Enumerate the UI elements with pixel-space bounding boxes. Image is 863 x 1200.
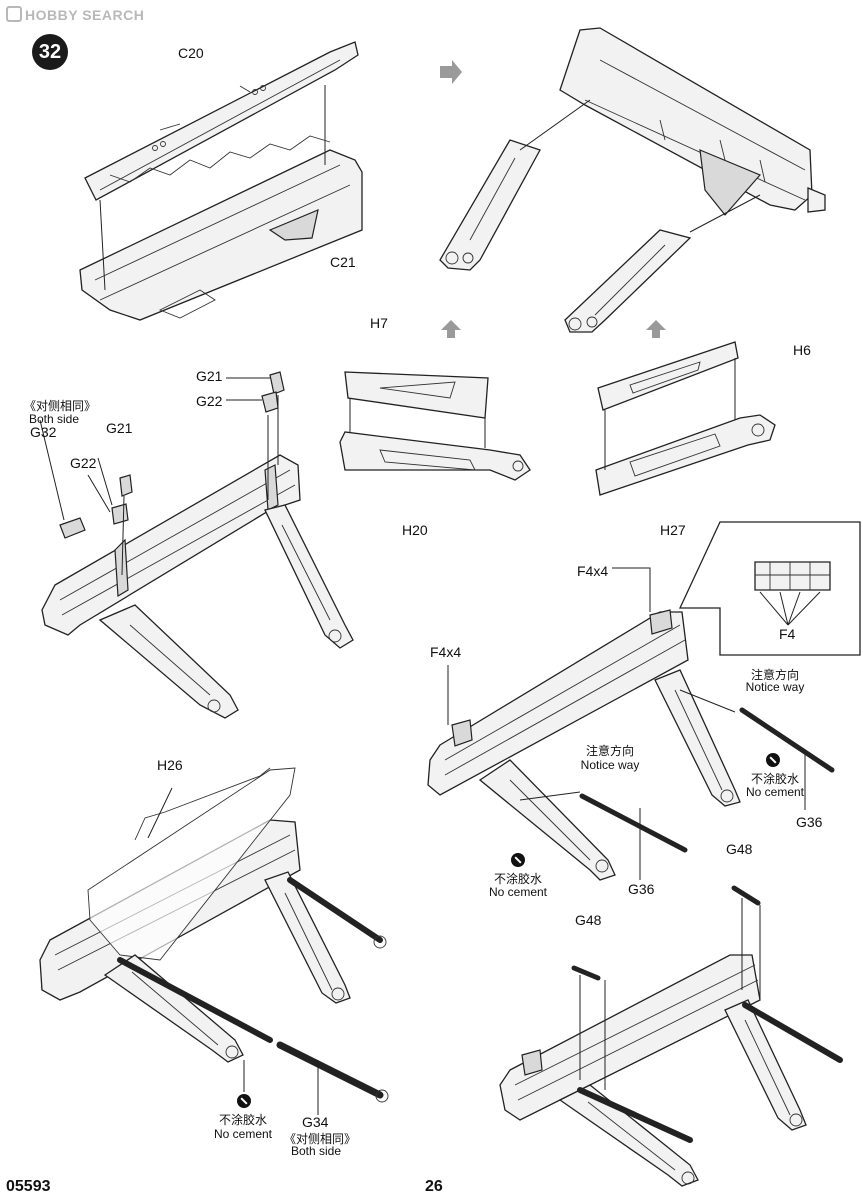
f4-inset-drawing <box>678 521 861 656</box>
note-no-cement-cn-mid: 不涂胶水 <box>493 872 542 886</box>
watermark-text: HOBBY SEARCH <box>25 7 145 23</box>
label-h7: H7 <box>370 315 388 331</box>
note-notice-cn-left: 注意方向 <box>585 744 634 758</box>
part-c20-drawing <box>84 41 359 201</box>
label-g22-left: G22 <box>70 455 97 471</box>
label-f4: F4 <box>779 626 796 642</box>
label-g48-left: G48 <box>575 912 602 928</box>
label-h27: H27 <box>660 522 686 538</box>
note-both-side-en-g32: Both side <box>28 412 80 426</box>
note-no-cement-en-mid: No cement <box>488 885 548 899</box>
label-g21-left: G21 <box>106 420 133 436</box>
note-notice-en-left: Notice way <box>580 758 640 772</box>
frame-top-right-drawing <box>439 27 826 333</box>
label-h26: H26 <box>157 757 183 773</box>
frame-bottom-left-drawing <box>39 767 389 1115</box>
label-g36-left: G36 <box>628 881 655 897</box>
note-notice-en-right: Notice way <box>745 680 805 694</box>
label-g48-right: G48 <box>726 841 753 857</box>
part-c21-drawing <box>79 85 363 321</box>
label-f4x4-right: F4x4 <box>577 563 609 579</box>
note-both-side-en-g34: Both side <box>290 1144 342 1158</box>
note-both-side-cn-g34: 《对侧相同》 <box>284 1132 357 1146</box>
note-no-cement-cn-right: 不涂胶水 <box>750 772 799 786</box>
label-c20: C20 <box>178 45 204 61</box>
part-h6-h27-drawing <box>595 341 776 496</box>
label-h20: H20 <box>402 522 428 538</box>
step-number-badge: 32 <box>32 34 68 70</box>
frame-mid-right-drawing <box>427 567 835 881</box>
no-cement-icon <box>237 1094 251 1108</box>
frame-mid-left-drawing <box>39 371 354 719</box>
hobby-search-logo-icon <box>6 6 22 22</box>
label-g34: G34 <box>302 1114 329 1130</box>
label-g36-right: G36 <box>796 814 823 830</box>
note-notice-cn-right: 注意方向 <box>750 668 799 682</box>
watermark: HOBBY SEARCH <box>6 6 144 23</box>
label-f4x4-left: F4x4 <box>430 644 462 660</box>
note-no-cement-en-right: No cement <box>745 785 805 799</box>
label-g22-top: G22 <box>196 393 223 409</box>
note-both-side-cn-g32: 《对侧相同》 <box>24 399 97 413</box>
no-cement-icon <box>766 753 780 767</box>
part-h7-h20-drawing <box>339 371 531 481</box>
footer-product-code: 05593 <box>6 1178 51 1195</box>
note-no-cement-cn-bottom: 不涂胶水 <box>218 1113 267 1127</box>
label-h6: H6 <box>793 342 811 358</box>
label-g21-top: G21 <box>196 368 223 384</box>
label-g32: G32 <box>30 424 57 440</box>
note-no-cement-en-bottom: No cement <box>213 1127 273 1141</box>
frame-bottom-right-drawing <box>499 885 843 1187</box>
footer-page-number: 26 <box>425 1178 443 1195</box>
no-cement-icon <box>511 853 525 867</box>
label-c21: C21 <box>330 254 356 270</box>
